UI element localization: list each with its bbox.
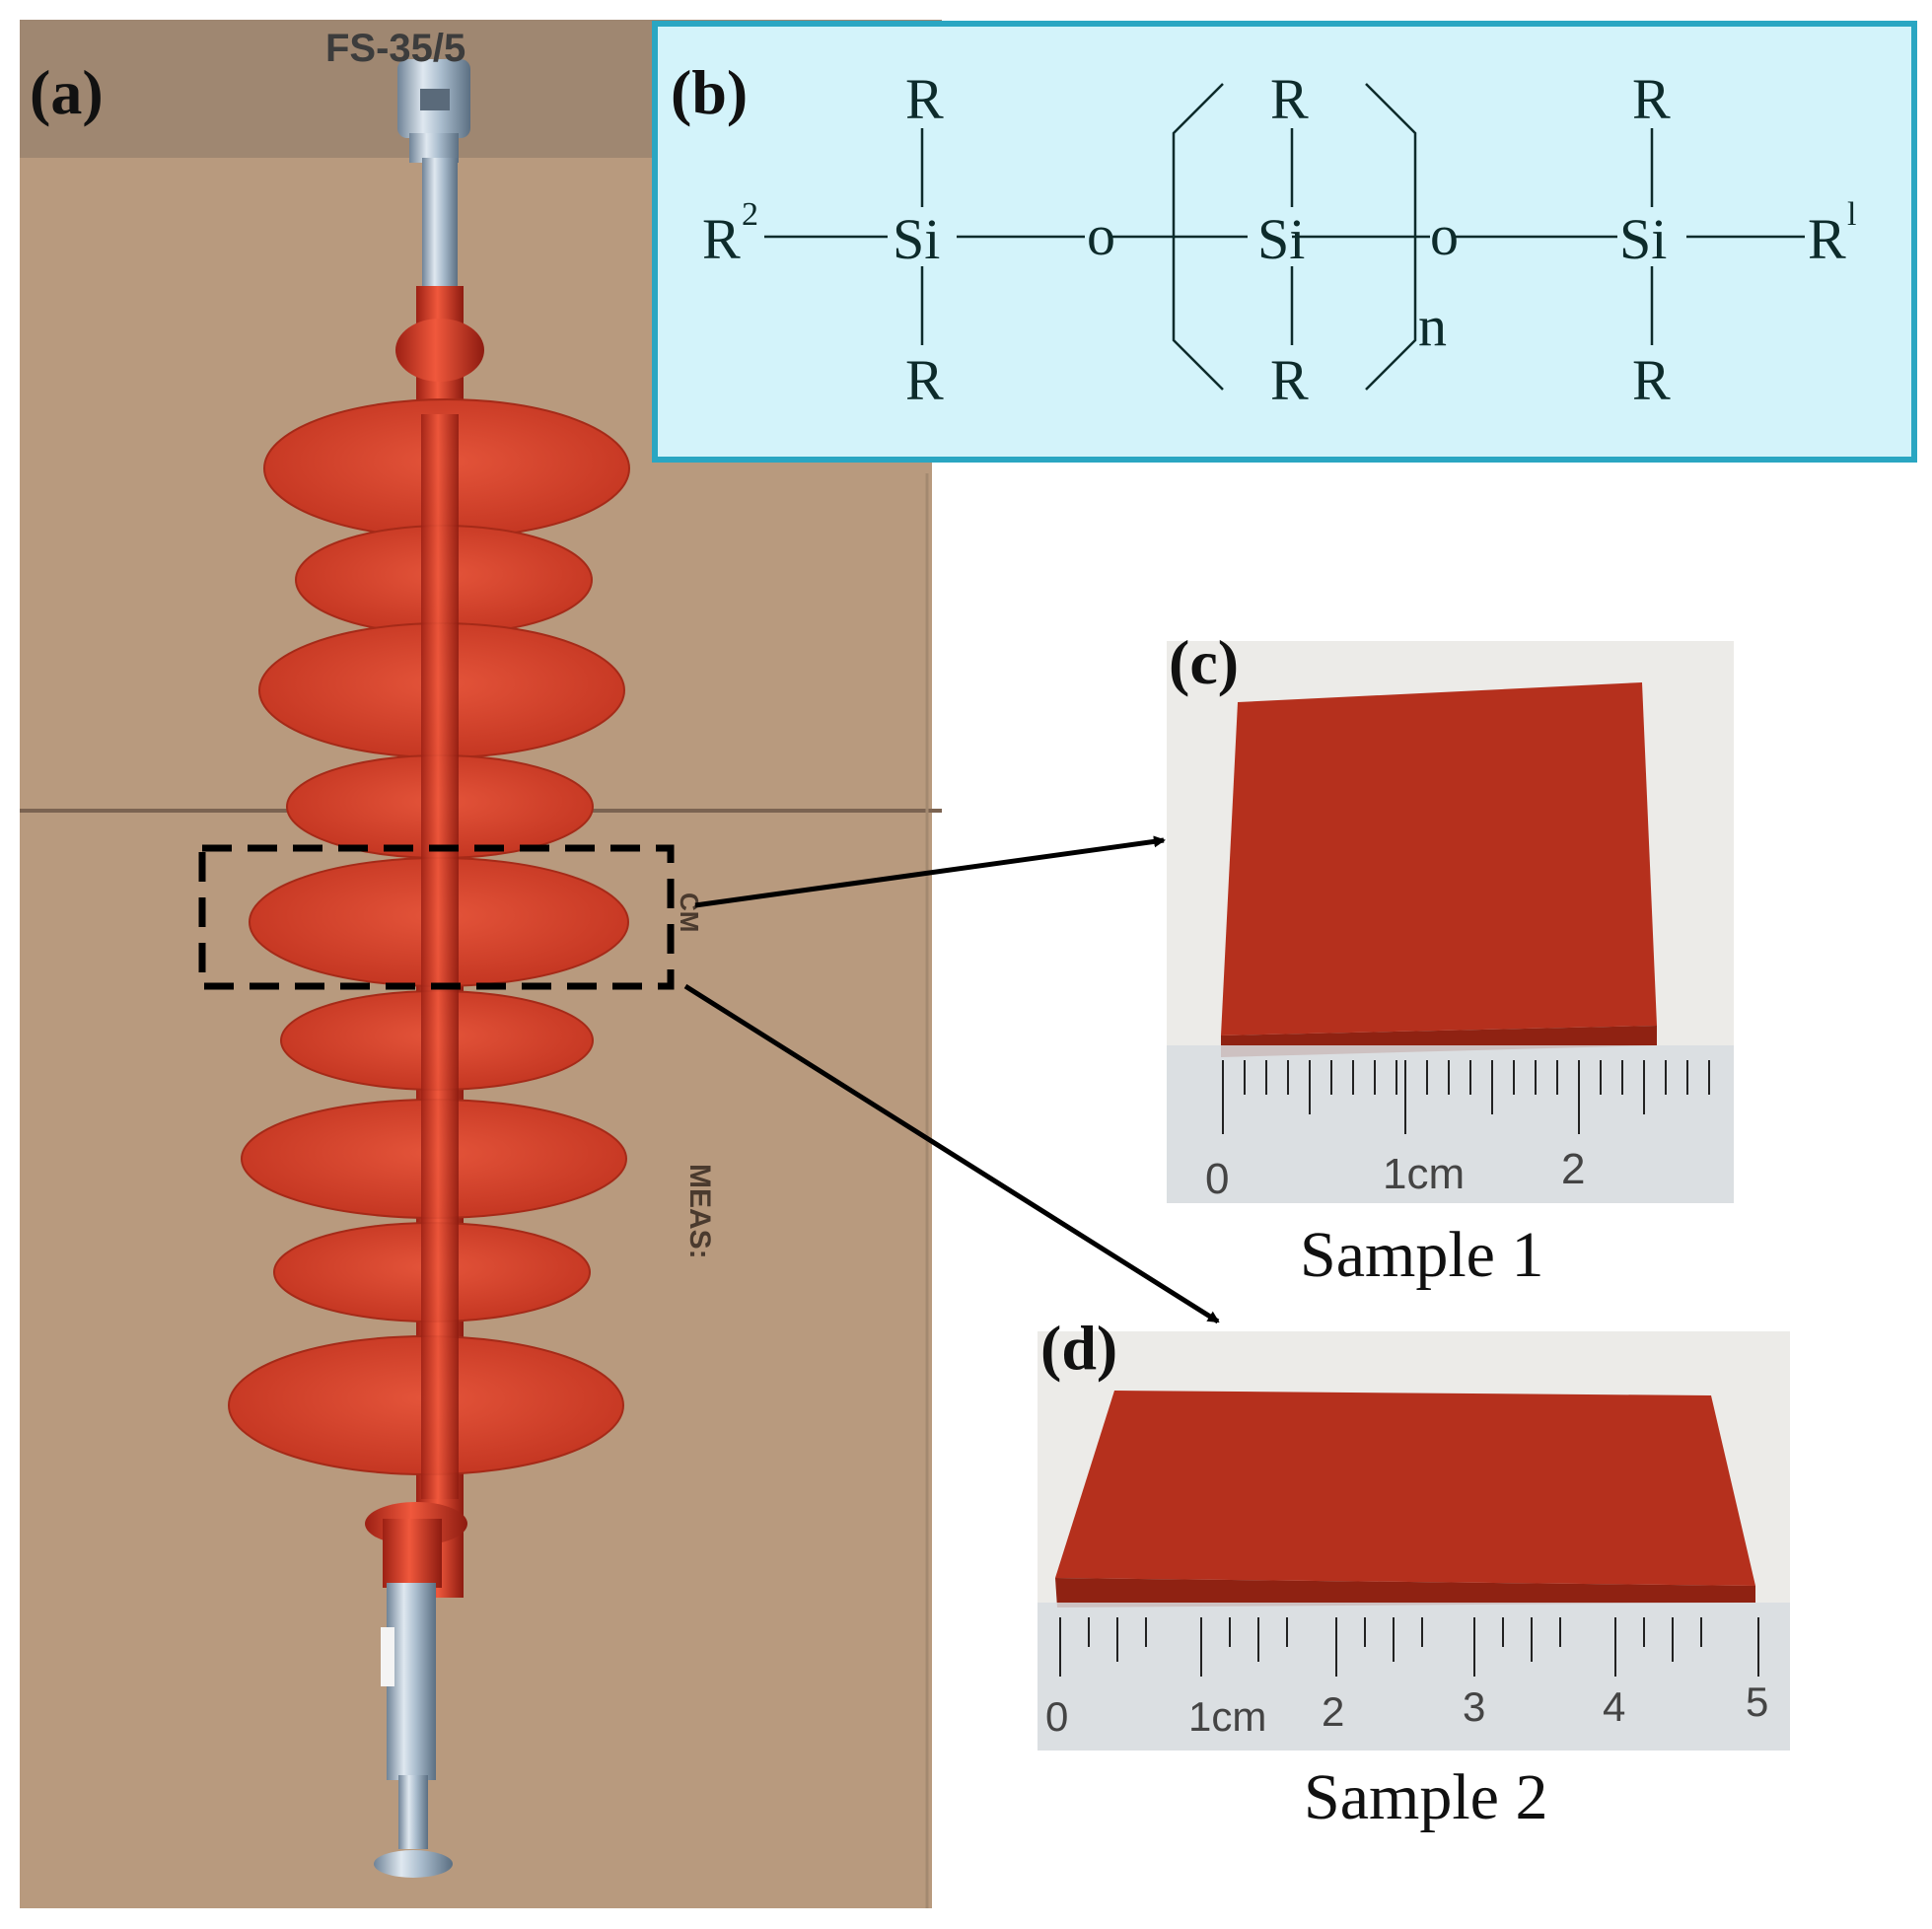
ruler-1-ticks	[1222, 1060, 1710, 1134]
formula-r-3-bottom: R	[1632, 348, 1671, 412]
photo-edge	[932, 434, 944, 1908]
ruler-2-label-1cm: 1cm	[1188, 1693, 1266, 1740]
formula-n: n	[1418, 294, 1447, 358]
formula-r2: R	[702, 207, 741, 271]
formula-r1-sup: l	[1847, 196, 1856, 233]
formula-text: R 2 Si R R o Si R R n o Si R R R l	[702, 67, 1856, 412]
formula-o-1: o	[1087, 203, 1115, 267]
selection-box	[198, 844, 675, 990]
ruler-2-label-4: 4	[1603, 1683, 1625, 1730]
formula-r-2-top: R	[1270, 67, 1309, 131]
arrow-to-sample-1	[694, 835, 1166, 908]
formula-si-1: Si	[893, 207, 940, 271]
box-text-side-2: CM	[675, 893, 704, 932]
top-fitting-rod	[422, 158, 458, 296]
panel-label-a: (a)	[30, 57, 104, 127]
sample-2-top-face	[1055, 1391, 1755, 1586]
panel-b-formula	[652, 21, 1917, 463]
bracket-left	[1172, 83, 1224, 391]
bottom-fitting-rod	[387, 1583, 436, 1780]
sample-1-top-face	[1221, 682, 1657, 1036]
formula-bonds	[764, 83, 1805, 391]
formula-r-2-bottom: R	[1270, 348, 1309, 412]
ruler-1-label-0: 0	[1205, 1155, 1229, 1203]
formula-r-3-top: R	[1632, 67, 1671, 131]
caption-sample-2: Sample 2	[1304, 1761, 1548, 1833]
bottom-fitting-end	[374, 1850, 453, 1878]
bottom-fitting-neck	[398, 1775, 428, 1849]
ruler-1-label-2: 2	[1561, 1145, 1585, 1193]
arrow-to-sample-2	[683, 983, 1220, 1324]
panel-c-photo: 0 1cm 2	[1167, 641, 1734, 1203]
bottom-sleeve	[383, 1519, 442, 1588]
formula-r-1-top: R	[905, 67, 944, 131]
formula-si-3: Si	[1619, 207, 1667, 271]
caption-sample-1: Sample 1	[1300, 1219, 1544, 1291]
ruler-2-label-2: 2	[1322, 1688, 1344, 1735]
ruler-2-label-5: 5	[1746, 1679, 1768, 1725]
ruler-2-label-3: 3	[1463, 1683, 1485, 1730]
formula-r1: R	[1808, 207, 1846, 271]
formula-si-2: Si	[1257, 207, 1305, 271]
formula-r-1-bottom: R	[905, 348, 944, 412]
ruler-2-ticks	[1059, 1617, 1759, 1677]
formula-box	[652, 21, 1917, 463]
sample-2-edge	[1055, 1578, 1755, 1608]
panel-label-c: (c)	[1169, 627, 1240, 697]
box-text-side-1: MEAS:	[683, 1164, 716, 1259]
top-fitting-hole	[420, 89, 450, 110]
panel-d-photo: 0 1cm 2 3 4 5	[1038, 1331, 1790, 1750]
formula-r2-sup: 2	[742, 196, 758, 233]
bottom-fitting-tag	[381, 1627, 394, 1686]
core-rod-front	[421, 414, 459, 1499]
formula-o-2: o	[1430, 203, 1459, 267]
bracket-right	[1365, 83, 1417, 391]
panel-label-b: (b)	[671, 57, 749, 127]
ruler-2-label-0: 0	[1045, 1693, 1068, 1740]
ruler-1-label-1cm: 1cm	[1383, 1150, 1465, 1198]
ruler-2	[1038, 1603, 1790, 1750]
box-text-top: FS-35/5	[325, 27, 465, 70]
ruler-1	[1167, 1045, 1734, 1203]
panel-label-d: (d)	[1040, 1313, 1118, 1383]
top-collar	[395, 319, 484, 382]
